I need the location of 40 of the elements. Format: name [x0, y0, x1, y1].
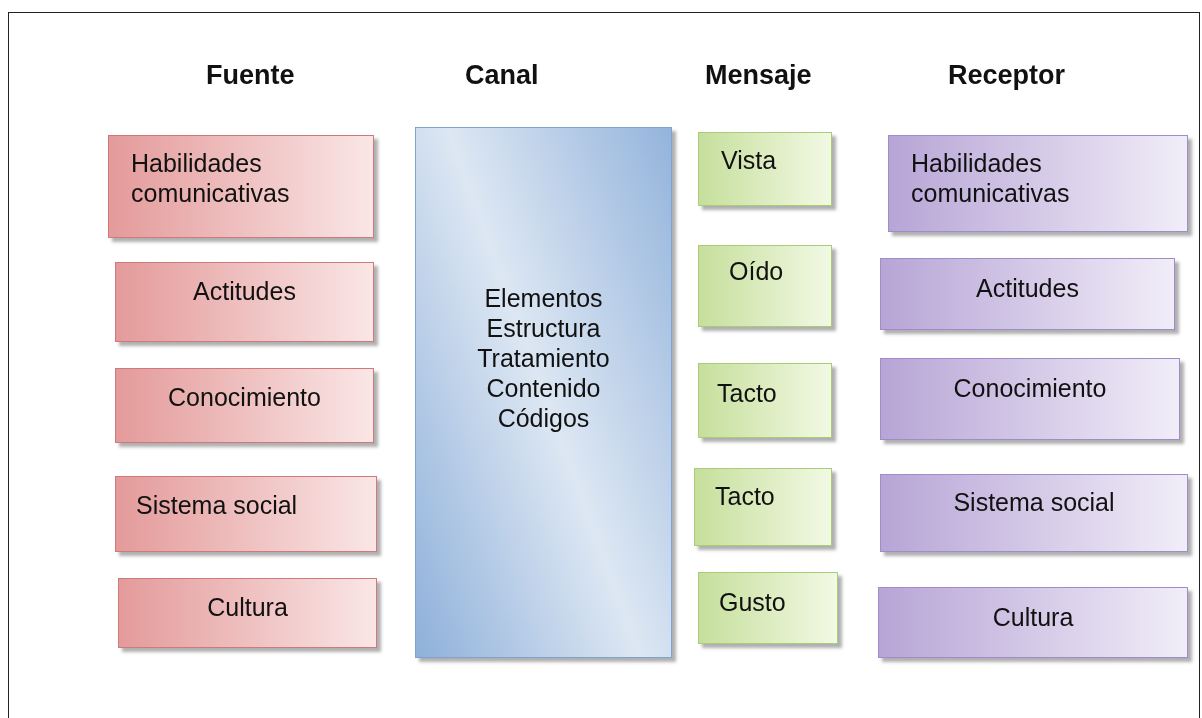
source-box: [115, 476, 377, 552]
receiver-box: [878, 587, 1188, 658]
box-label: Estructura: [485, 313, 602, 343]
source-box: [118, 578, 377, 648]
box-label: Actitudes: [192, 276, 297, 306]
receiver-box: [880, 258, 1175, 330]
receiver-box: [880, 358, 1180, 440]
column-heading: Canal: [465, 60, 539, 91]
message-box: [698, 363, 832, 438]
column-heading: Receptor: [948, 60, 1066, 91]
box-label: Gusto: [719, 587, 787, 617]
column-heading: Fuente: [206, 60, 295, 91]
message-box: [694, 468, 832, 546]
receiver-box: [880, 474, 1188, 552]
box-label: Sistema social: [952, 487, 1116, 517]
box-label: Tratamiento: [476, 343, 611, 373]
message-box: [698, 572, 838, 644]
source-box: [115, 368, 374, 443]
box-label: Conocimiento: [167, 382, 322, 412]
message-box: [698, 132, 832, 206]
box-label: Contenido: [485, 373, 602, 403]
box-label: Habilidades comunicativas: [131, 148, 291, 208]
box-label: Tacto: [717, 378, 778, 408]
receiver-box: [888, 135, 1188, 232]
box-label: Oído: [729, 256, 785, 286]
box-label: Conocimiento: [952, 373, 1108, 403]
message-box: [698, 245, 832, 327]
box-label: Códigos: [496, 403, 591, 433]
column-heading: Mensaje: [705, 60, 812, 91]
box-label: Cultura: [991, 602, 1075, 632]
box-label: Vista: [721, 145, 778, 175]
box-label: Tacto: [715, 481, 776, 511]
box-label: Elementos: [483, 283, 604, 313]
source-box: [108, 135, 374, 238]
channel-box: [415, 127, 672, 658]
box-label: Cultura: [206, 592, 289, 622]
box-label: Sistema social: [136, 490, 299, 520]
source-box: [115, 262, 374, 342]
box-label: Habilidades comunicativas: [911, 148, 1071, 208]
box-label: Actitudes: [975, 273, 1080, 303]
